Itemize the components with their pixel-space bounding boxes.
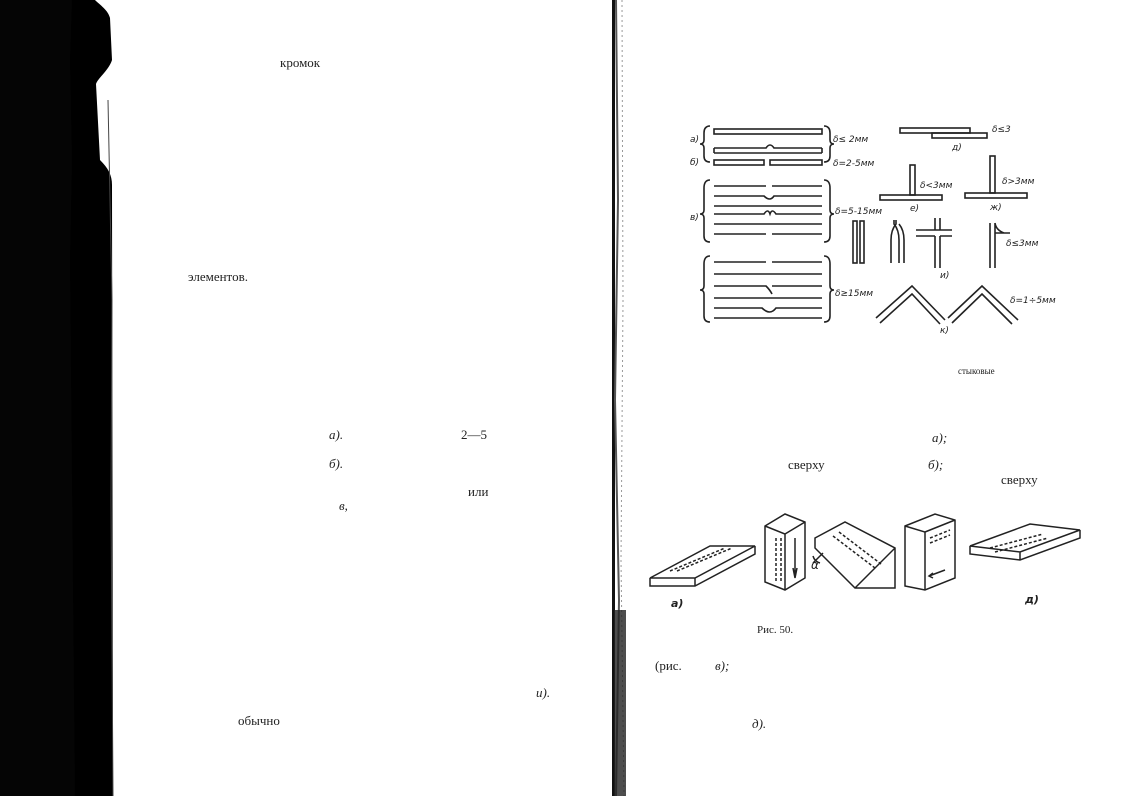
label-fig49-d8: δ≤3мм [1006,239,1039,249]
left-text-b: б). [329,456,344,471]
label-fig49-k: к) [940,326,949,336]
label-fig49-d9: δ=1÷5мм [1010,296,1056,306]
left-text-v: в, [339,498,348,513]
gutter-scan [612,0,626,796]
figure-weld-positions: а) д) α [649,513,1081,610]
caption-fig50: Рис. 50. [757,624,794,636]
label-fig49-v: в) [690,213,699,223]
left-scan-edge [0,0,114,796]
label-fig49-e: е) [910,204,919,214]
right-text-b: б); [928,457,944,472]
right-text-sverhu-1: сверху [788,457,825,472]
right-text-v: в); [715,658,730,673]
label-fig49-g: д) [951,143,962,153]
label-fig49-d3: δ=5-15мм [835,207,882,217]
figure-joint-types: а) б) в) δ≤ 2мм δ=2-5мм δ=5-15мм δ≥15мм … [690,125,1056,336]
right-text-ris: (рис. [655,658,682,673]
left-text-2-5: 2—5 [461,427,487,442]
left-text-a: а). [329,427,344,442]
label-fig49-d7: δ>3мм [1002,177,1035,187]
right-text-sverhu-2: сверху [1001,472,1038,487]
label-fig49-b: б) [690,158,699,168]
label-fig49-zh: ж) [989,203,1002,213]
left-text-elementov: элементов. [188,269,248,284]
left-text-kromok: кромок [280,55,321,70]
label-fig49-d1: δ≤ 2мм [833,135,868,145]
label-fig49-i: и) [940,271,949,281]
left-text-obychno: обычно [238,713,280,728]
label-fig50-alpha: α [811,558,819,572]
left-text-ili: или [468,484,489,499]
label-fig49-d2: δ=2-5мм [833,159,875,169]
right-text-d: д). [752,716,767,731]
caption-styk: стыковые [958,366,995,376]
label-fig49-a: а) [690,135,699,145]
left-text-i: и). [536,685,551,700]
right-text-a: а); [932,430,948,445]
label-fig49-d4: δ≥15мм [835,289,873,299]
label-fig50-d: д) [1024,593,1039,606]
label-fig49-d6: δ<3мм [920,181,953,191]
label-fig50-a: а) [671,597,683,610]
label-fig49-d5: δ≤3 [992,125,1011,135]
